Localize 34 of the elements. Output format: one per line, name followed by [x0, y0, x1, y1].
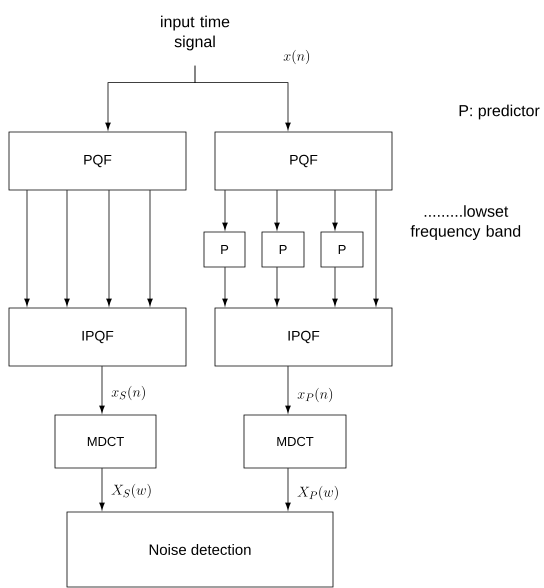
arrow — [147, 190, 153, 306]
signal-label: input time signal — [161, 16, 230, 50]
block-box: Noise detection — [66, 512, 334, 588]
arrow — [194, 65, 291, 130]
arrow — [332, 190, 338, 230]
arrow — [373, 190, 379, 306]
block-box: P — [262, 232, 304, 268]
arrow — [99, 366, 105, 414]
arrow — [24, 190, 30, 306]
arrow — [222, 267, 228, 306]
edge-label: $x(n)$ — [284, 50, 310, 64]
arrow — [285, 468, 291, 510]
block-box: P — [204, 232, 246, 268]
arrow — [285, 366, 291, 414]
block-box: IPQF — [8, 308, 186, 366]
arrow — [274, 190, 280, 230]
block-box: PQF — [8, 132, 186, 190]
block-box: PQF — [214, 132, 392, 190]
block-box: P — [320, 232, 364, 268]
edge-label: $X_P(w)$ — [298, 486, 338, 500]
block-box: MDCT — [244, 414, 346, 468]
edge-label: $X_S(w)$ — [112, 484, 151, 498]
arrow — [64, 190, 70, 306]
edge-label: $x_S(n)$ — [112, 386, 145, 400]
arrow — [222, 190, 228, 230]
arrow — [99, 468, 105, 510]
arrow — [274, 267, 280, 306]
block-box: IPQF — [214, 308, 392, 366]
band-note: .........lowset frequency band — [410, 205, 520, 240]
arrow — [106, 190, 112, 306]
edge-label: $x_P(n)$ — [298, 388, 332, 402]
legend-note: P: predictor — [460, 104, 540, 120]
block-box: MDCT — [54, 414, 156, 468]
arrow — [332, 267, 338, 306]
